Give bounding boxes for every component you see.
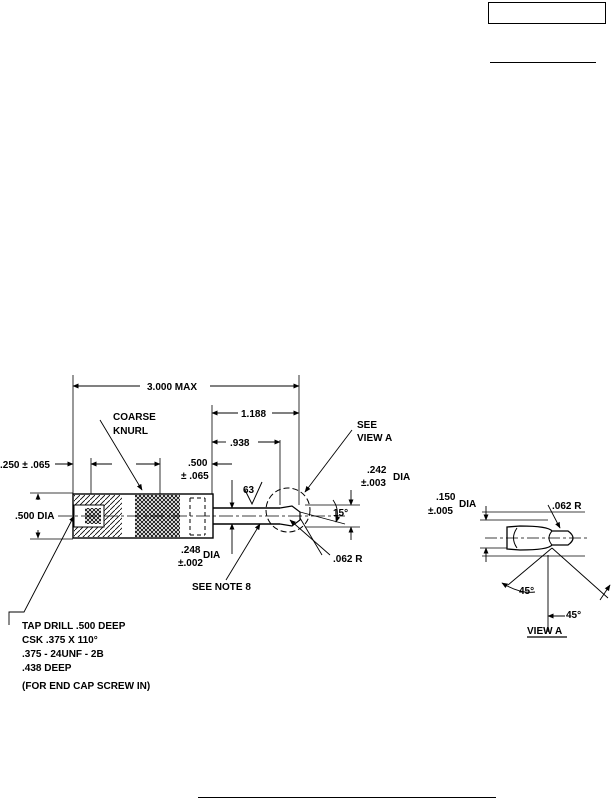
dim-248-label: .248: [181, 545, 201, 556]
tol-002-label: ±.002: [178, 558, 203, 569]
view-a-callout-circle: [265, 487, 311, 533]
view-a-detail: [480, 504, 611, 638]
va-title-label: VIEW A: [527, 626, 562, 637]
tap-note-line5: (FOR END CAP SCREW IN): [22, 681, 150, 692]
coarse-label: COARSE: [113, 412, 156, 423]
dia-248-label: DIA: [203, 550, 220, 561]
tap-note-line2: CSK .375 X 110°: [22, 635, 98, 646]
dim-1188-label: 1.188: [241, 409, 266, 420]
footer-rule: [198, 797, 496, 798]
tol-003-label: ±.003: [361, 478, 386, 489]
finish-63-label: 63: [243, 485, 255, 496]
view-a-ref-label: VIEW A: [357, 433, 392, 444]
va-angle2-label: 45°: [566, 610, 581, 621]
see-note-label: SEE NOTE 8: [192, 582, 251, 593]
va-angle1-label: 45°: [519, 586, 534, 597]
va-radius-label: .062 R: [552, 501, 582, 512]
overall-length-label: 3.000 MAX: [147, 382, 197, 393]
main-view-labels: 3.000 MAX COARSE KNURL 1.188 SEE VIEW A …: [0, 382, 410, 692]
see-label: SEE: [357, 420, 377, 431]
dim-938-label: .938: [230, 438, 250, 449]
angle-15-label: 15°: [333, 508, 348, 519]
dia-242-label: DIA: [393, 472, 410, 483]
dim-500-dia-label: .500 DIA: [15, 511, 54, 522]
tap-note-line1: TAP DRILL .500 DEEP: [22, 621, 126, 632]
dim-242-label: .242: [367, 465, 387, 476]
shaft: [213, 507, 280, 525]
radius-062-label: .062 R: [333, 554, 363, 565]
tol-065-label: ± .065: [181, 471, 209, 482]
view-a-tip: [506, 525, 574, 551]
main-view: [8, 375, 360, 625]
va-dia-label: DIA: [459, 499, 476, 510]
page-number-box: [488, 2, 606, 24]
view-a-labels: .150 DIA ±.005 .062 R 45° 45° VIEW A: [428, 492, 582, 637]
header-rule: [490, 62, 596, 63]
dim-250-label: .250 ± .065: [0, 460, 50, 471]
tap-note-line3: .375 - 24UNF - 2B: [22, 649, 104, 660]
va-tol-005-label: ±.005: [428, 506, 453, 517]
va-dim-150-label: .150: [436, 492, 456, 503]
dim-500-top-label: .500: [188, 458, 208, 469]
tap-note-line4: .438 DEEP: [22, 663, 72, 674]
knurl-label: KNURL: [113, 426, 148, 437]
